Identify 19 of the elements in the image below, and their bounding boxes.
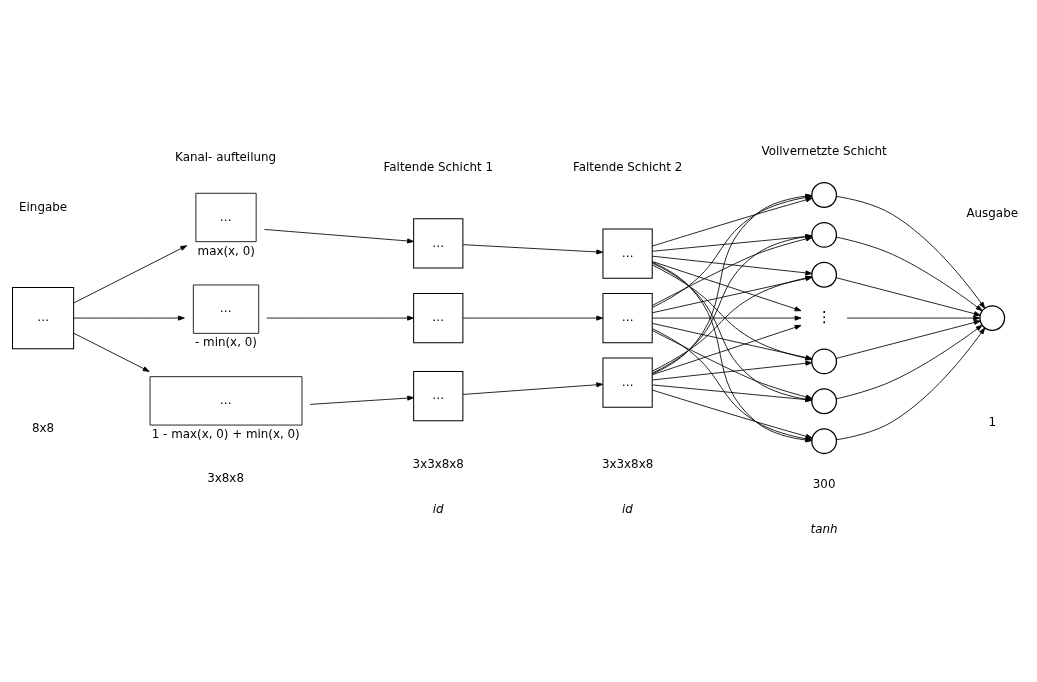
label: 8x8 [32, 420, 55, 435]
label: Vollvernetzte Schicht [761, 143, 887, 158]
node-label: max(x, 0) [197, 243, 255, 258]
node-label: 1 - max(x, 0) + min(x, 0) [151, 426, 300, 441]
label: 3x8x8 [207, 470, 244, 485]
label: Faltende Schicht 1 [383, 159, 493, 174]
label: tanh [810, 521, 838, 536]
label: Eingabe [19, 199, 68, 214]
node-text: ⋮ [816, 307, 832, 326]
label: 300 [812, 476, 836, 491]
node-label: - min(x, 0) [195, 335, 257, 350]
label: Ausgabe [966, 205, 1018, 220]
label: Faltende Schicht 2 [572, 159, 683, 174]
label: Kanal- aufteilung [175, 149, 277, 164]
label: id [622, 502, 633, 517]
label: 3x3x8x8 [601, 457, 654, 472]
label: 1 [988, 414, 997, 429]
label: 3x3x8x8 [412, 457, 464, 472]
label: id [432, 502, 444, 517]
